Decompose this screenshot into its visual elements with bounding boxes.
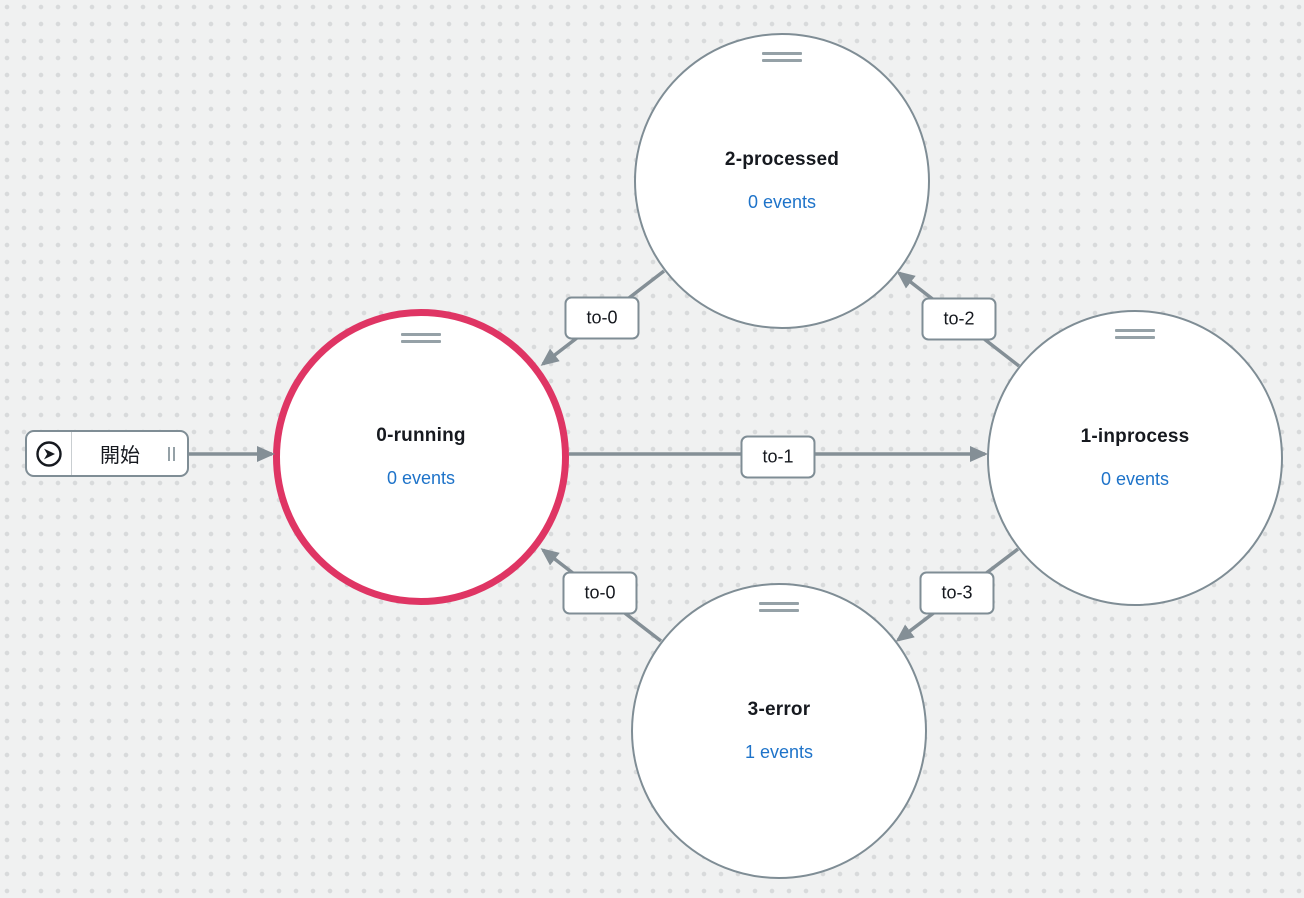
state-name: 2-processed — [724, 149, 840, 170]
drag-handle-icon[interactable] — [401, 333, 441, 343]
transition-label-to-3[interactable]: to-3 — [919, 571, 995, 615]
transition-label-to-0[interactable]: to-0 — [564, 296, 640, 340]
state-0-running[interactable]: 0-running 0 events — [273, 309, 569, 605]
state-2-processed[interactable]: 2-processed 0 events — [634, 33, 930, 329]
state-name: 3-error — [747, 699, 811, 720]
drag-handle-icon[interactable] — [762, 52, 802, 62]
state-1-inprocess[interactable]: 1-inprocess 0 events — [987, 310, 1283, 606]
state-events-link[interactable]: 0 events — [747, 192, 817, 212]
state-events-link[interactable]: 1 events — [744, 742, 814, 762]
state-3-error[interactable]: 3-error 1 events — [631, 583, 927, 879]
transition-label-to-1[interactable]: to-1 — [740, 435, 816, 479]
drag-handle-icon[interactable] — [759, 602, 799, 612]
state-events-link[interactable]: 0 events — [1100, 469, 1170, 489]
transition-label-to-0[interactable]: to-0 — [562, 571, 638, 615]
state-events-link[interactable]: 0 events — [386, 468, 456, 488]
drag-handle-icon[interactable] — [1115, 329, 1155, 339]
transition-label-to-2[interactable]: to-2 — [921, 297, 997, 341]
divider — [71, 432, 72, 475]
start-node[interactable]: 開始 — [25, 430, 189, 477]
play-circle-icon — [27, 440, 71, 468]
state-name: 1-inprocess — [1080, 426, 1190, 447]
connector-handle-icon[interactable] — [168, 446, 175, 461]
start-node-label: 開始 — [100, 445, 140, 467]
state-name: 0-running — [376, 425, 466, 446]
